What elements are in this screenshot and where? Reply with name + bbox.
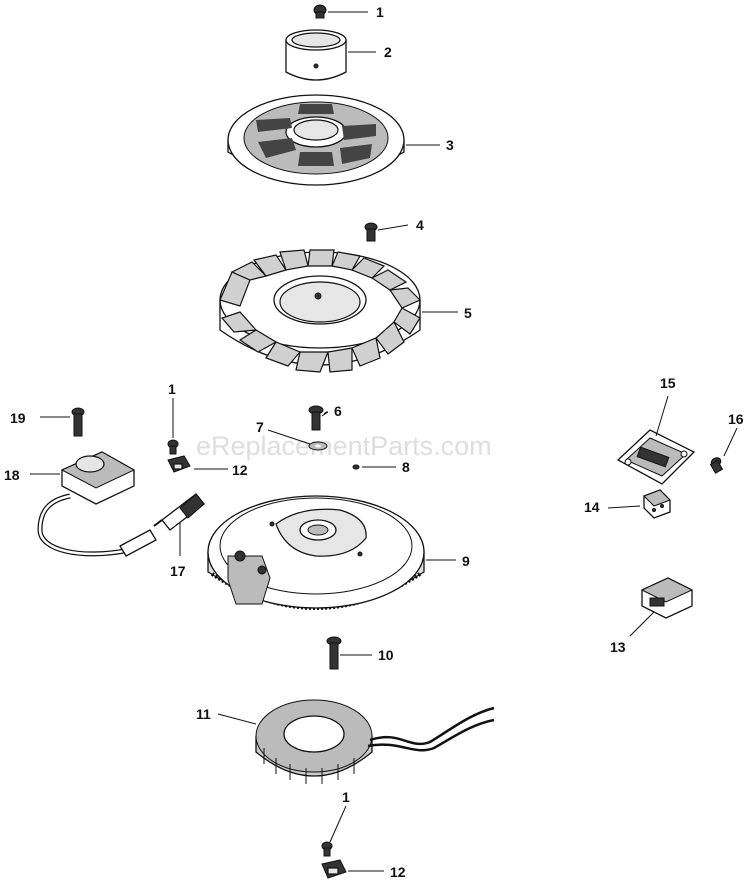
part-13-relay xyxy=(640,577,694,619)
part-9-flywheel xyxy=(207,495,425,610)
callout-10: 10 xyxy=(378,647,394,663)
watermark: eReplacementParts.com xyxy=(196,431,492,461)
callout-18: 18 xyxy=(4,467,20,483)
callout-13: 13 xyxy=(610,639,626,655)
callout-1-bottom: 1 xyxy=(342,789,350,805)
callout-14: 14 xyxy=(584,499,600,515)
part-17-spark-plug xyxy=(153,493,205,531)
part-15-regulator xyxy=(616,429,696,485)
callout-3: 3 xyxy=(446,137,454,153)
callout-8: 8 xyxy=(402,459,410,475)
callout-11: 11 xyxy=(196,706,211,722)
callout-15: 15 xyxy=(660,375,676,391)
part-14-connector xyxy=(643,489,671,519)
callout-12-mid: 12 xyxy=(232,462,248,478)
callout-1-top: 1 xyxy=(376,4,384,20)
part-1-screw-bottom xyxy=(321,841,333,857)
callout-19: 19 xyxy=(10,410,26,426)
callout-17: 17 xyxy=(170,563,186,579)
part-5-cooling-fan xyxy=(219,249,422,373)
part-18-ignition-module xyxy=(37,451,157,557)
part-10-bolt xyxy=(326,636,342,670)
part-6-bolt xyxy=(308,405,324,431)
part-8-washer xyxy=(352,464,360,470)
part-19-bolt xyxy=(71,407,85,437)
callout-5: 5 xyxy=(464,305,472,321)
part-16-bolt xyxy=(709,457,724,474)
callout-4: 4 xyxy=(416,217,424,233)
callout-9: 9 xyxy=(462,553,470,569)
part-3-rotating-screen xyxy=(227,94,405,186)
callout-7: 7 xyxy=(256,419,264,435)
part-12-clip-bottom xyxy=(321,859,347,879)
callout-6: 6 xyxy=(334,403,342,419)
part-7-washer xyxy=(308,441,328,451)
callout-1-mid: 1 xyxy=(168,381,176,397)
part-1-screw-top xyxy=(313,4,327,19)
part-11-stator xyxy=(255,699,495,784)
callout-16: 16 xyxy=(728,411,744,427)
part-12-clip-mid xyxy=(167,455,191,473)
part-4-bolt xyxy=(364,222,378,242)
part-2-sleeve xyxy=(285,29,347,81)
callout-2: 2 xyxy=(384,44,392,60)
callout-12-bottom: 12 xyxy=(390,864,406,880)
part-1-screw-mid xyxy=(167,439,179,455)
